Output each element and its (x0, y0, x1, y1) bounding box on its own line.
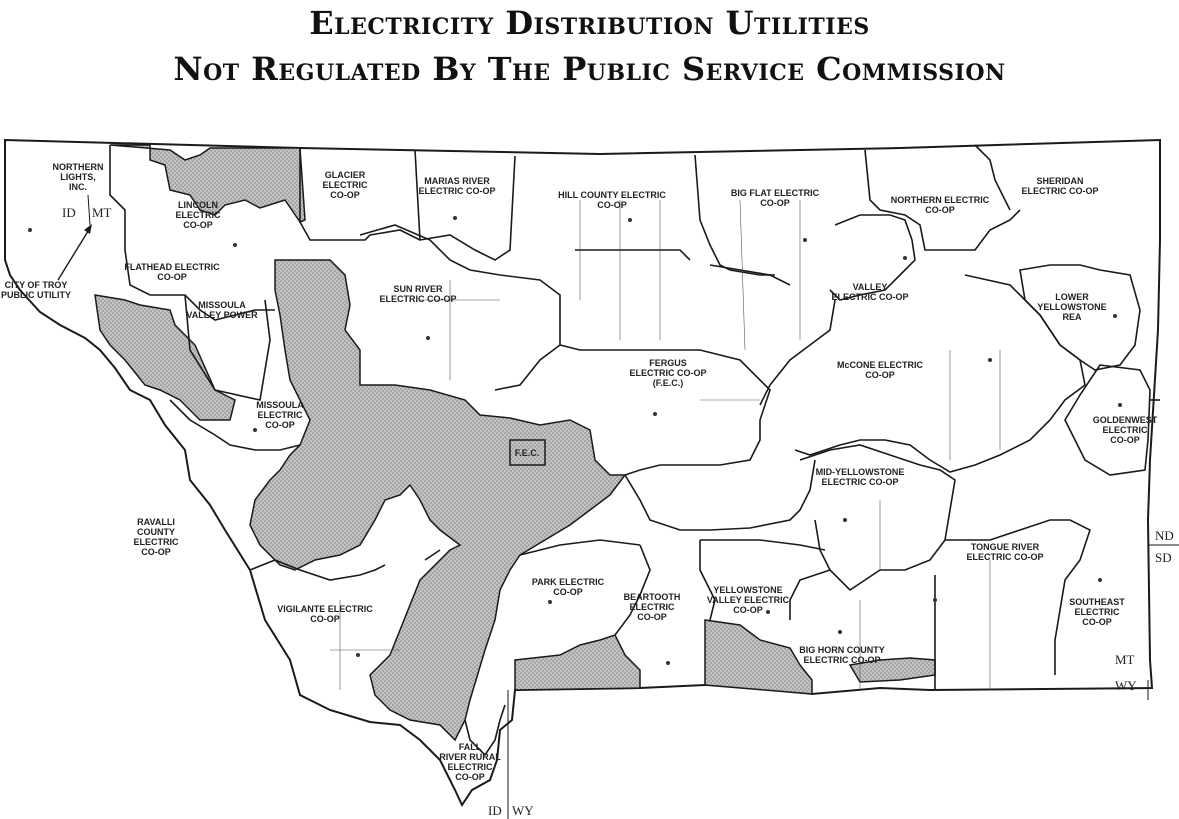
shaded-west-edge (94, 294, 236, 421)
state-label-sd: SD (1155, 550, 1172, 565)
shaded-central-band (249, 259, 627, 742)
shaded-south-strip-2 (704, 619, 813, 695)
shaded-fec-box (509, 439, 546, 466)
state-label-id-bottom: ID (488, 803, 502, 818)
state-label-nd: ND (1155, 528, 1174, 543)
label-fec-box: F.E.C. (515, 448, 540, 458)
town-markers (28, 216, 1122, 665)
troy-pointer-arrow (57, 224, 92, 281)
shaded-south-strip (514, 634, 641, 691)
state-label-mt-top: MT (92, 205, 112, 220)
state-label-wy-bottom: WY (512, 803, 534, 818)
map-title-line-2: Not Regulated By The Public Service Comm… (173, 50, 1006, 88)
state-labels: ID MT ND SD MT WY ID WY (62, 194, 1179, 819)
map-title-line-1: Electricity Distribution Utilities (309, 4, 870, 42)
state-label-mt-se: MT (1115, 652, 1135, 667)
regulated-areas (94, 144, 936, 742)
state-label-id-top: ID (62, 205, 76, 220)
county-lines (330, 199, 1001, 690)
shaded-nw-strip (109, 144, 306, 223)
coop-boundaries (109, 144, 1160, 757)
state-label-wy-se: WY (1115, 678, 1137, 693)
